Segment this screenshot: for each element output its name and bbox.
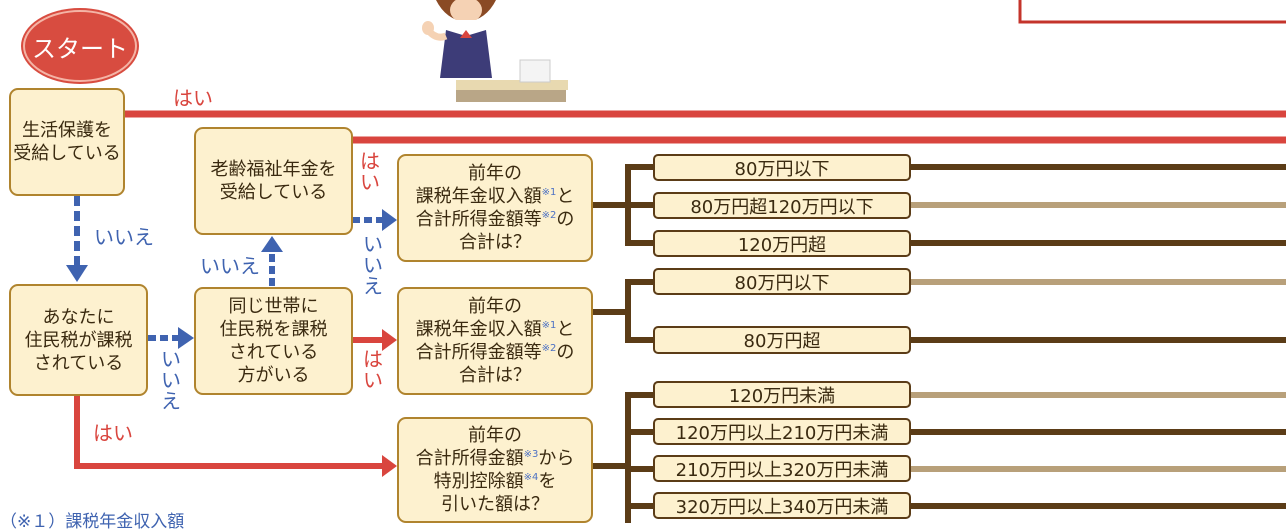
label-iie-jumin: いいえ [161, 347, 181, 413]
q1-category-3: 120万円超 [653, 230, 911, 257]
rorei-no-arrowhead [382, 209, 397, 231]
jumin-no-arrowhead [178, 327, 194, 349]
receptionist-illustration [422, 0, 568, 102]
q3-category-4: 320万円以上340万円未満 [653, 492, 911, 519]
q3-category-2: 120万円以上210万円未満 [653, 418, 911, 445]
label-iie-rorei: いいえ [363, 232, 383, 298]
q2-category-2: 80万円超 [653, 326, 911, 354]
corner-frame [1018, 0, 1286, 24]
seikatsu-no-arrowhead [66, 265, 88, 282]
label-hai-rorei: はい [360, 149, 380, 194]
start-badge: スタート [23, 10, 137, 82]
q1-category-1: 80万円以下 [653, 154, 911, 181]
q1-category-2: 80万円超120万円以下 [653, 192, 911, 219]
box-question-1: 前年の 課税年金収入額※1と 合計所得金額等※2の 合計は？ [397, 154, 593, 262]
label-hai-setai: はい [363, 347, 383, 392]
box-seikatsu-hogo: 生活保護を 受給している [9, 88, 125, 196]
box-dou-setai: 同じ世帯に 住民税を課税 されている 方がいる [194, 287, 353, 395]
setai-no-arrowhead [261, 236, 283, 252]
label-iie-seikatsu: いいえ [94, 225, 154, 249]
setai-yes-arrowhead [382, 329, 397, 351]
jumin-yes-arrowhead [382, 455, 397, 477]
label-iie-setai: いいえ [200, 254, 260, 278]
box-jumin-kazei: あなたに 住民税が課税 されている [9, 284, 148, 396]
jumin-yes-arrow [74, 396, 383, 469]
footnote-1: （※１）課税年金収入額 [0, 512, 185, 532]
box-rorei-fukushi: 老齢福祉年金を 受給している [194, 127, 353, 235]
q2-category-1: 80万円以下 [653, 268, 911, 295]
label-hai-jumin: はい [93, 421, 133, 445]
box-question-2: 前年の 課税年金収入額※1と 合計所得金額等※2の 合計は？ [397, 287, 593, 395]
label-hai-seikatsu: はい [173, 86, 213, 110]
q3-category-1: 120万円未満 [653, 381, 911, 408]
box-question-3: 前年の 合計所得金額※3から 特別控除額※4を 引いた額は？ [397, 417, 593, 523]
q3-category-3: 210万円以上320万円未満 [653, 455, 911, 482]
